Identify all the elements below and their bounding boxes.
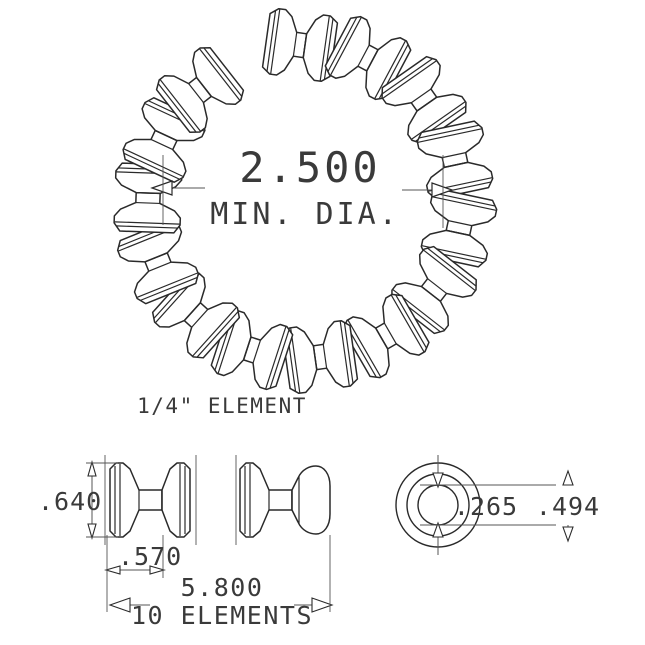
- dimension-arrow-down-icon: [87, 523, 97, 541]
- pitch-dimension-value: .570: [118, 542, 182, 571]
- overall-length-note: 10 ELEMENTS: [131, 601, 313, 630]
- height-dimension-value: .640: [38, 487, 102, 516]
- element-size-caption: 1/4" ELEMENT: [137, 394, 307, 418]
- pitch-dimension-570: .570: [103, 535, 182, 612]
- dimension-arrow-left-icon: [103, 565, 121, 575]
- dimension-arrow-right-icon: [431, 182, 454, 198]
- inner-circle: [417, 484, 459, 526]
- dimension-arrow-up-icon: [432, 521, 444, 538]
- min-dia-dimension: [150, 155, 454, 228]
- min-dia-value: 2.500: [239, 143, 380, 192]
- side-view-ball-element: [235, 455, 331, 545]
- side-view-flat-element: [104, 455, 197, 545]
- dimension-arrow-up-icon: [87, 459, 97, 477]
- dimension-arrow-down-icon: [432, 472, 444, 489]
- dimension-arrow-outward-left-icon: [108, 597, 131, 613]
- outer-diameter-value: .494: [536, 492, 600, 521]
- dimension-arrow-down-icon: [562, 526, 574, 543]
- dimension-arrow-left-icon: [150, 180, 173, 196]
- overall-length-dimension: 5.800 10 ELEMENTS: [108, 535, 334, 630]
- outer-diameter-dimension-494: .494: [536, 469, 600, 543]
- overall-length-value: 5.800: [181, 573, 264, 602]
- dimension-arrow-right-icon: [149, 565, 167, 575]
- inner-bore-dimension-265: .265: [420, 455, 556, 555]
- min-dia-note: MIN. DIA.: [210, 197, 400, 232]
- dimension-arrow-outward-right-icon: [311, 597, 334, 613]
- height-dimension-640: .640: [38, 459, 118, 541]
- dimension-arrow-up-icon: [562, 469, 574, 486]
- inner-bore-value: .265: [454, 492, 518, 521]
